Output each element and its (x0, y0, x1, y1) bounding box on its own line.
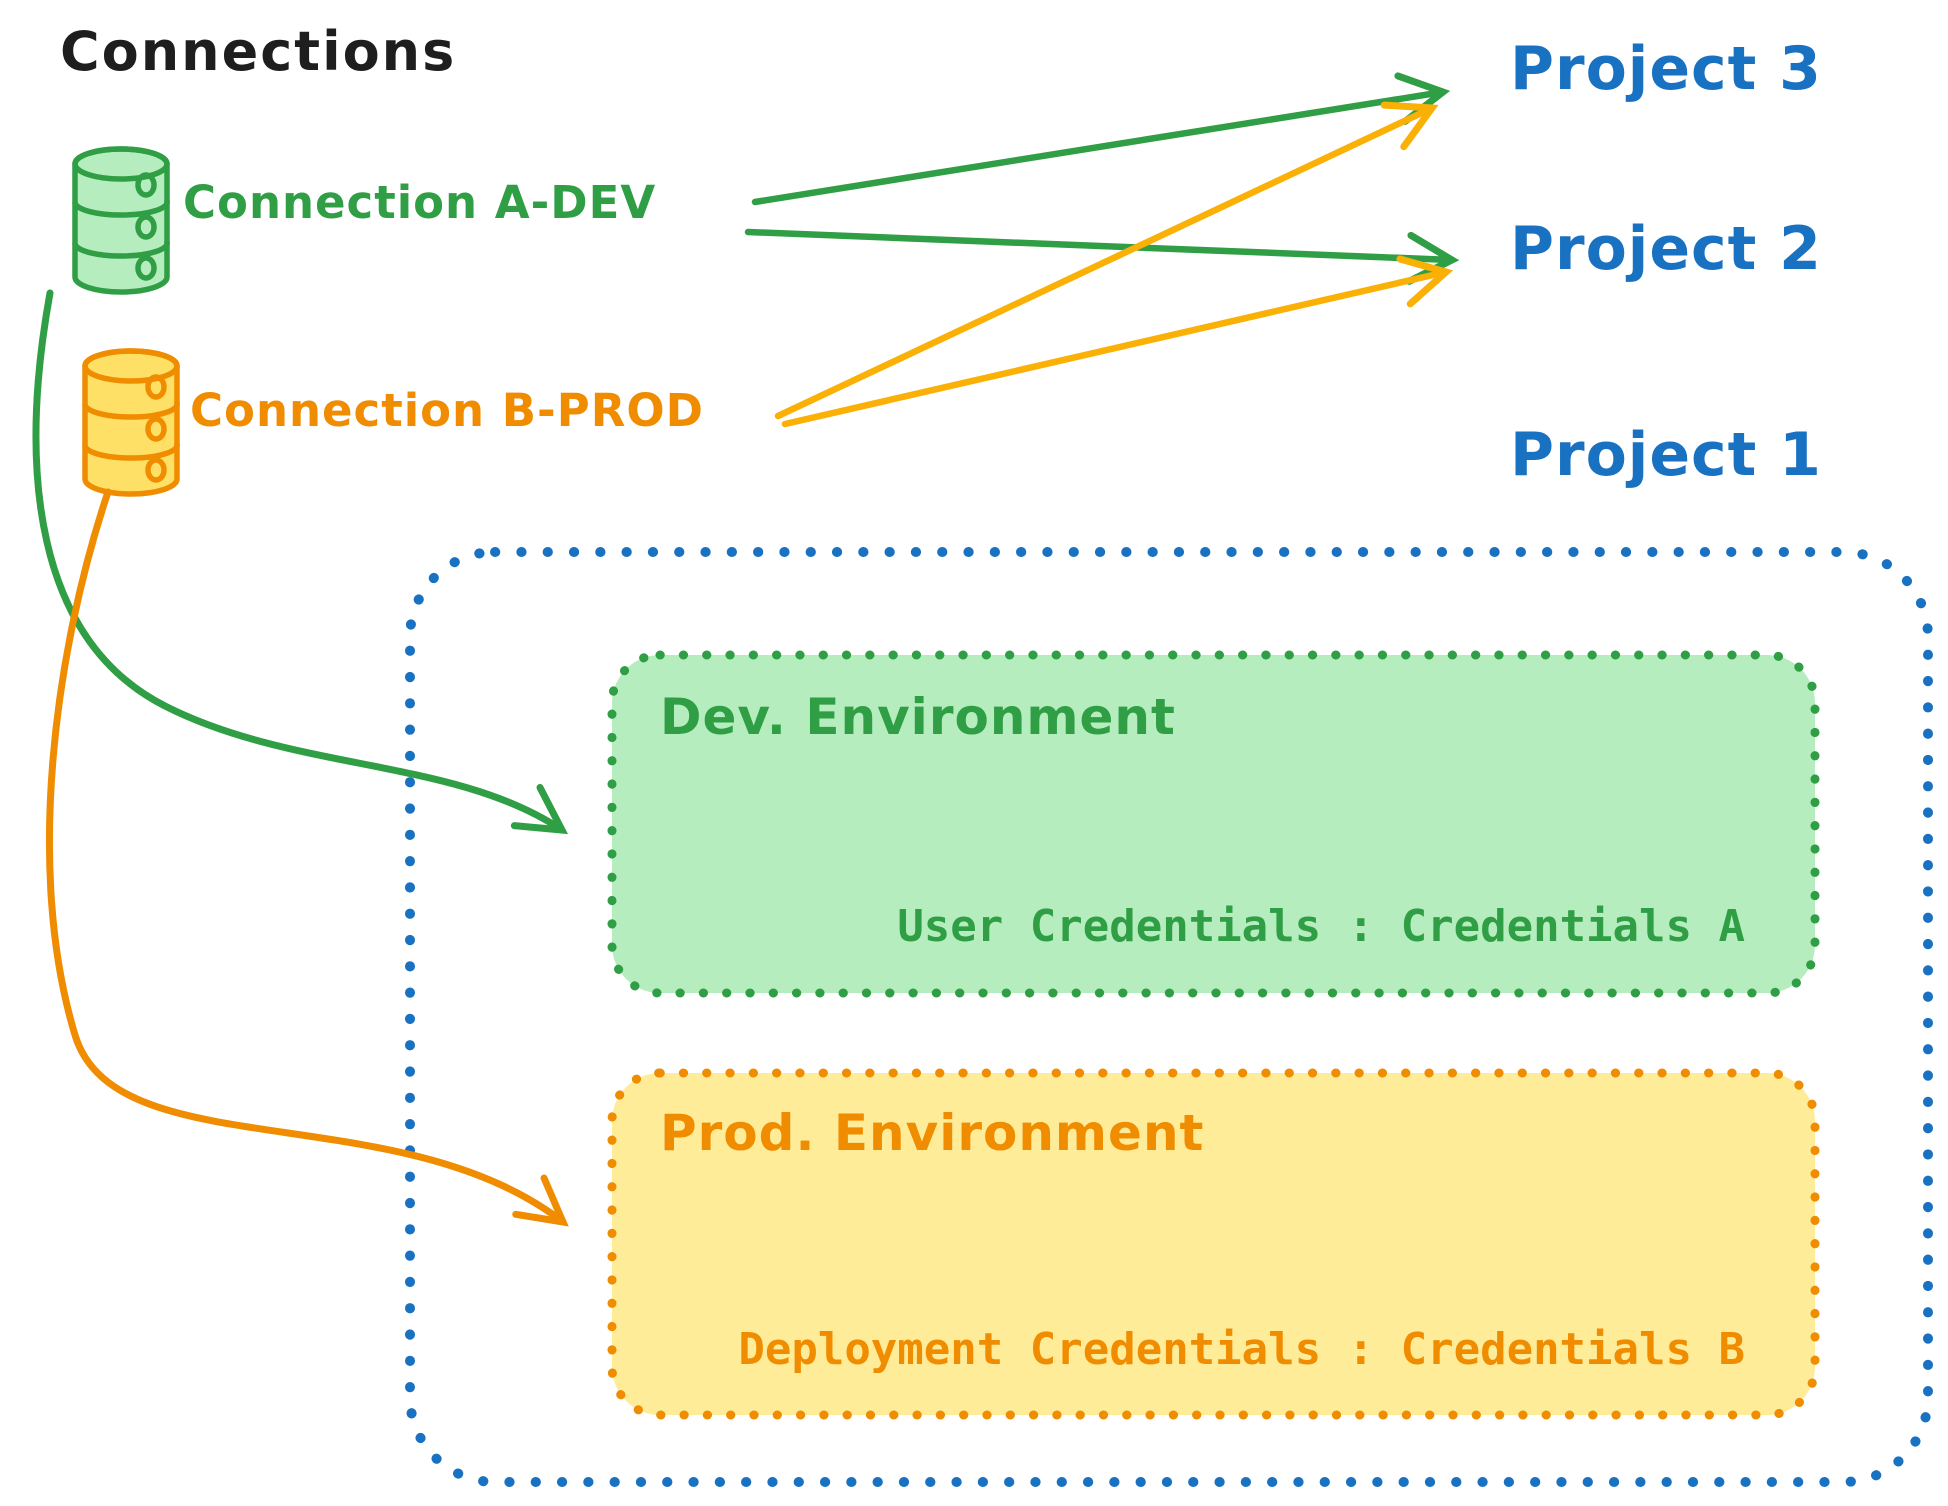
database-icon-dev (72, 146, 170, 295)
arrow-b-prod-to-project3 (774, 101, 1439, 420)
dev-environment-title: Dev. Environment (660, 688, 1176, 746)
database-icon-prod (82, 348, 180, 497)
arrow-a-dev-to-project2 (744, 228, 1460, 285)
project1-container-box (405, 547, 1933, 1487)
arrow-a-dev-to-dev-environment (32, 289, 569, 835)
dev-environment-box (607, 650, 1820, 998)
project-3-label: Project 3 (1510, 34, 1822, 104)
diagram-title: Connections (60, 20, 457, 83)
connection-b-prod-label: Connection B-PROD (190, 384, 704, 437)
prod-environment-title: Prod. Environment (660, 1104, 1205, 1162)
arrow-b-prod-to-project2 (781, 255, 1454, 428)
project-1-label: Project 1 (1510, 420, 1822, 490)
dev-environment-credentials: User Credentials : Credentials A (897, 901, 1745, 952)
connection-a-dev-label: Connection A-DEV (183, 176, 657, 229)
prod-environment-box (607, 1068, 1820, 1420)
arrow-a-dev-to-project3 (751, 72, 1451, 206)
prod-environment-credentials: Deployment Credentials : Credentials B (738, 1324, 1745, 1375)
arrow-b-prod-to-prod-environment (45, 488, 569, 1227)
project-2-label: Project 2 (1510, 214, 1822, 284)
